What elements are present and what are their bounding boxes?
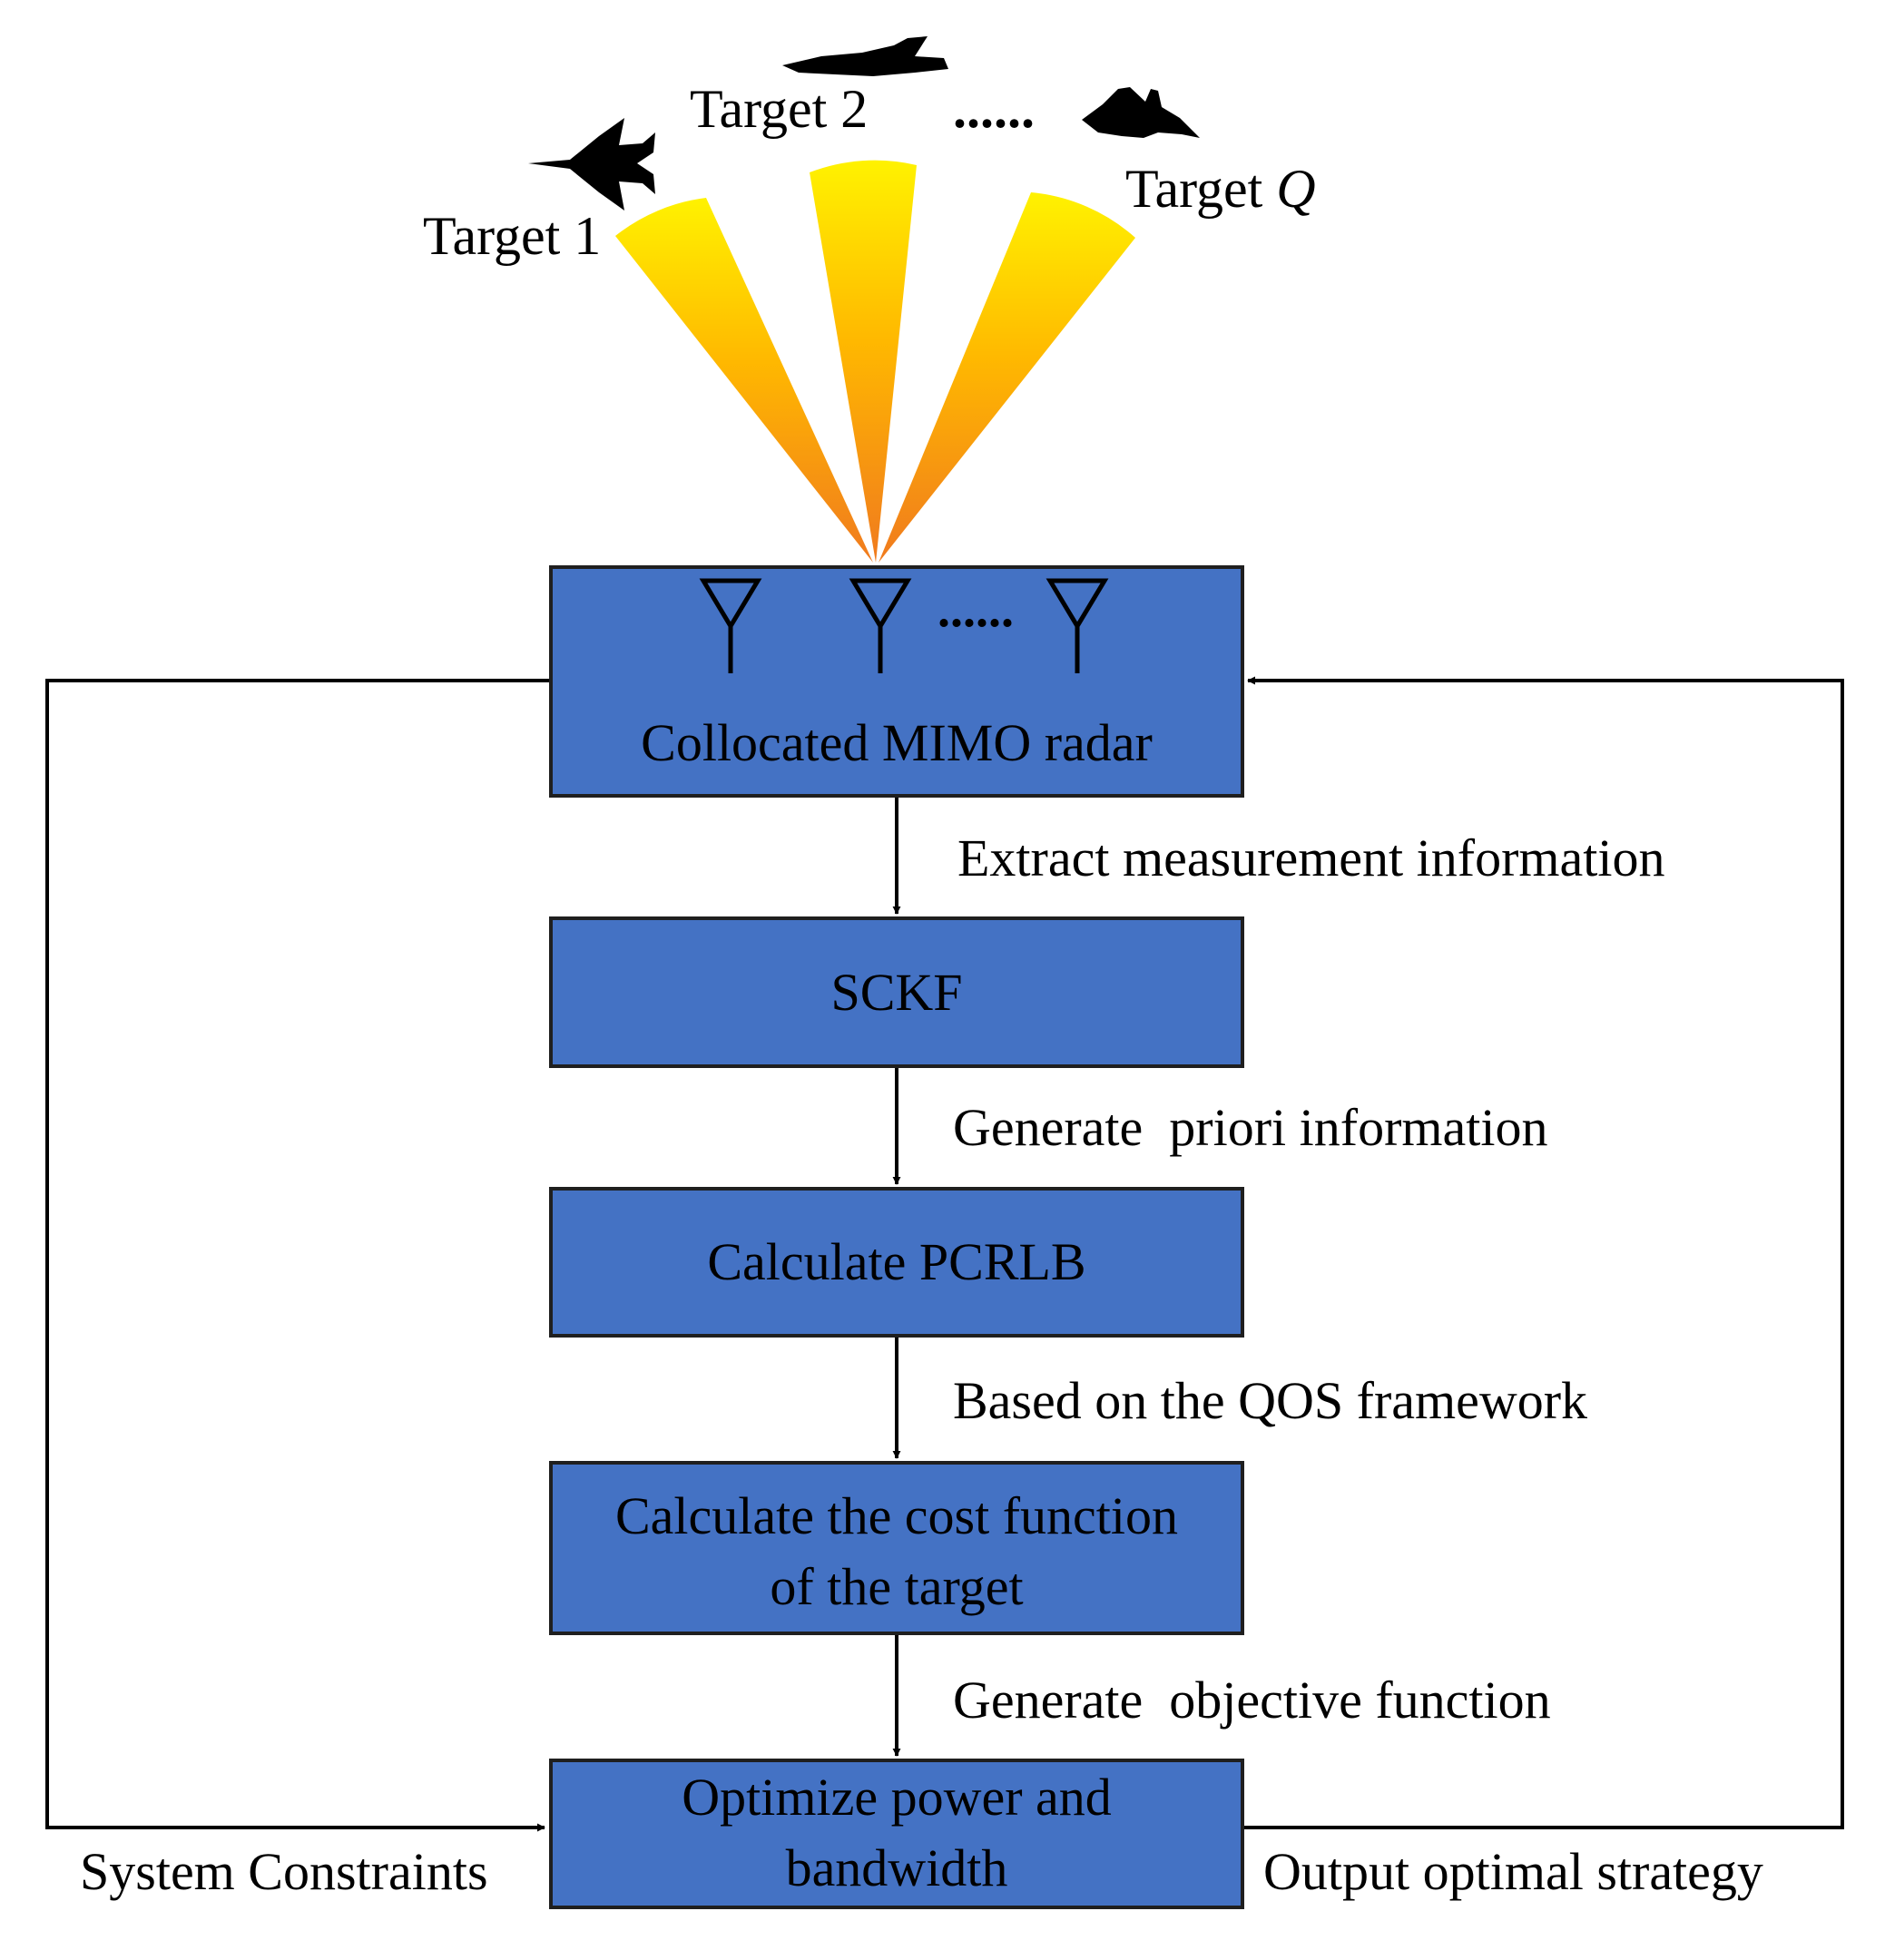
beam-target-1 <box>615 198 873 563</box>
box-optimize: Optimize power and bandwidth <box>549 1759 1244 1909</box>
box-radar: ...... Collocated MIMO radar <box>549 565 1244 798</box>
left-loop-line <box>45 679 551 1832</box>
box-sckf: SCKF <box>549 916 1244 1068</box>
antenna-icon <box>1046 578 1109 673</box>
edge-label-system-constraints: System Constraints <box>80 1842 488 1901</box>
radar-beams <box>615 160 1135 564</box>
target-q-symbol: Q <box>1276 159 1315 219</box>
edge-label-qos: Based on the QOS framework <box>953 1371 1587 1430</box>
box-cost-line-2: of the target <box>770 1557 1023 1616</box>
antenna-ellipsis: ...... <box>938 582 1014 638</box>
jet-icon-target-1 <box>528 118 655 211</box>
right-loop-line <box>1242 676 1844 1829</box>
box-opt-line-1: Optimize power and <box>682 1768 1112 1827</box>
box-radar-label: Collocated MIMO radar <box>641 713 1153 772</box>
box-opt-line-2: bandwidth <box>786 1838 1008 1897</box>
box-pcrlb: Calculate PCRLB <box>549 1187 1244 1338</box>
target-1-label: Target 1 <box>423 206 601 266</box>
edge-label-output-strategy: Output optimal strategy <box>1263 1842 1763 1901</box>
jet-icon-target-q <box>1082 87 1200 138</box>
jet-icon-target-2 <box>782 36 948 76</box>
edge-label-priori: Generate priori information <box>953 1098 1547 1157</box>
box-pcrlb-label: Calculate PCRLB <box>707 1232 1085 1291</box>
antenna-icon <box>849 578 912 673</box>
antenna-icons <box>699 578 1109 673</box>
antenna-icon <box>699 578 762 673</box>
target-ellipsis: ...... <box>953 79 1035 139</box>
edge-label-objective: Generate objective function <box>953 1671 1551 1730</box>
box-cost-function: Calculate the cost function of the targe… <box>549 1461 1244 1635</box>
beam-target-2 <box>810 160 917 564</box>
box-cost-line-1: Calculate the cost function <box>615 1486 1178 1545</box>
edge-label-extract: Extract measurement information <box>957 828 1665 887</box>
feedback-loop <box>45 676 1844 1832</box>
beam-target-q <box>879 192 1135 563</box>
target-2-label: Target 2 <box>690 79 868 139</box>
box-sckf-label: SCKF <box>830 963 962 1022</box>
target-q-label: Target Q <box>1125 159 1316 219</box>
target-q-prefix: Target <box>1125 159 1276 219</box>
